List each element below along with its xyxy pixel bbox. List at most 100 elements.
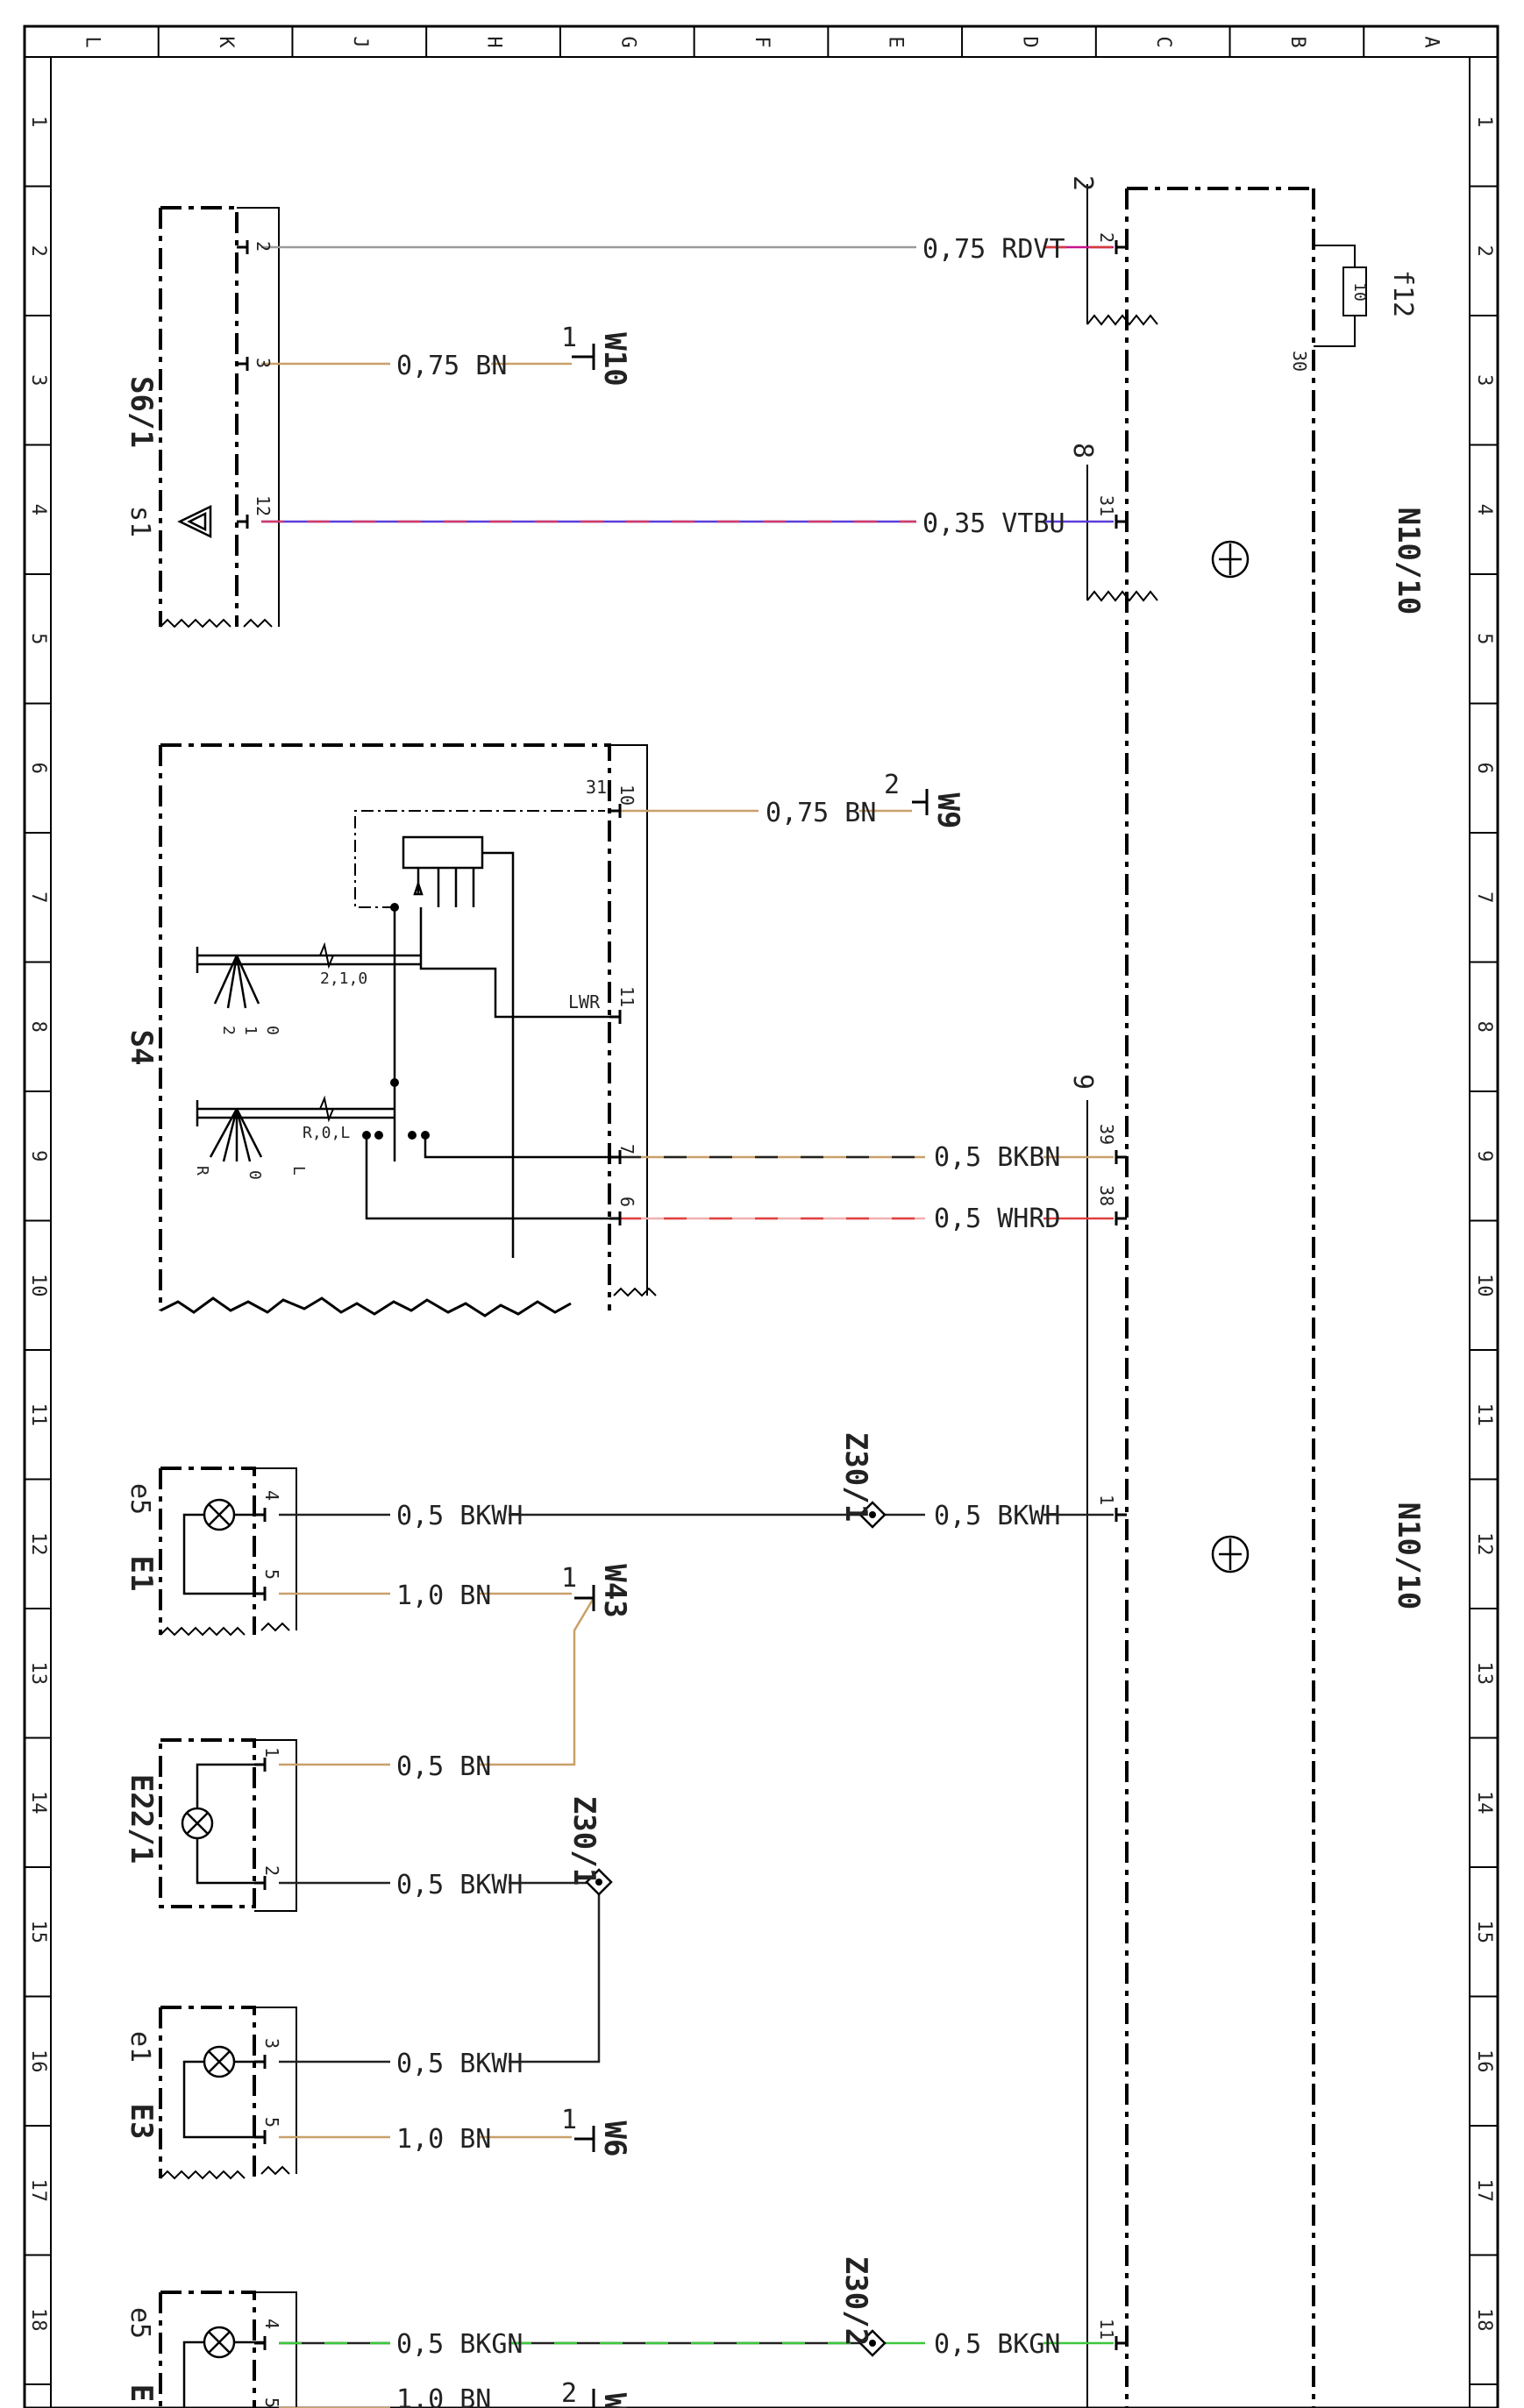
wire-label-bkbn: 0,5 BKBN (934, 1142, 1061, 1173)
row-label-right: 9 (1473, 1150, 1495, 1161)
column-label: C (1152, 36, 1174, 47)
wire-label-bkwh-n10: 0,5 BKWH (934, 1501, 1061, 1531)
row-label-left: 7 (27, 891, 49, 903)
column-label: J (349, 36, 371, 47)
hazard-warning-icon (177, 505, 212, 538)
switch-s6-1-sub: s1 (125, 506, 155, 537)
row-label-right: 6 (1473, 763, 1495, 774)
pin-stub (609, 1150, 622, 1164)
upper-pos-1: 1 (241, 1026, 260, 1035)
column-label: B (1286, 36, 1308, 47)
row-label-right: 1 (1473, 116, 1495, 127)
pin-stub (237, 515, 249, 529)
pin-stub (1115, 1508, 1127, 1522)
pin-n-11: 11 (1096, 2319, 1117, 2340)
row-label-left: 15 (27, 1921, 49, 1944)
splice-dots (595, 1511, 876, 2347)
pin-stub (254, 2336, 267, 2350)
pin-stub (254, 1508, 267, 1522)
wire-label-bn-e3: 1,0 BN (396, 2124, 491, 2155)
pin-stub (254, 2130, 267, 2144)
fuse-f12-value: 10 (1350, 282, 1369, 302)
pin-stub (254, 2055, 267, 2069)
pin-stub (609, 1010, 622, 1024)
pin-n-38: 38 (1096, 1185, 1117, 1206)
row-label-left: 17 (27, 2179, 49, 2203)
row-label-left: 2 (27, 245, 49, 257)
row-label-left: 8 (27, 1021, 49, 1033)
ground-w43: W43 (597, 1564, 632, 1617)
pin-n-30: 30 (1289, 351, 1310, 372)
switch-s6-1-label: S6/1 (124, 376, 159, 448)
pin-e-4: 4 (261, 2319, 282, 2329)
row-label-left: 3 (27, 374, 49, 386)
row-label-right: 13 (1473, 1662, 1495, 1686)
pin-e3-5: 5 (261, 2117, 282, 2127)
ground-w6-pin: 1 (561, 2105, 577, 2135)
lamp-e-bottom-label: E (124, 2384, 159, 2402)
pin-s4-lwr: LWR (568, 991, 601, 1012)
switch-s6-1-connector (160, 207, 280, 629)
pin-s6-2: 2 (253, 241, 274, 252)
ground-w10-pin: 1 (561, 323, 577, 353)
wire-bkwh-link (509, 1894, 601, 2063)
drawing-frame (23, 25, 1499, 2408)
ground-w-bottom-pin: 2 (561, 2378, 577, 2408)
conn-n10-8: 8 (1067, 443, 1098, 458)
wire-label-bkwh-e22: 0,5 BKWH (396, 1870, 523, 1900)
module-n10-10-label-lower: N10/10 (1391, 1502, 1426, 1610)
connector-pins (237, 240, 1127, 2350)
row-label-right: 3 (1473, 374, 1495, 386)
ground-w6: W6 (597, 2121, 632, 2157)
module-n10-10 (1125, 187, 1315, 2408)
transistor-icon (1211, 540, 1250, 579)
pin-s4-11: 11 (616, 986, 637, 1007)
row-label-right: 17 (1473, 2179, 1495, 2203)
upper-pos-0: 0 (263, 1026, 281, 1035)
row-label-left: 14 (27, 1791, 49, 1815)
pin-s6-12: 12 (253, 495, 274, 516)
row-label-left: 11 (27, 1403, 49, 1427)
pin-stub (1115, 1150, 1127, 1164)
row-label-left: 13 (27, 1662, 49, 1686)
pin-stub (237, 240, 249, 254)
lamp-connectors (160, 1467, 297, 2408)
column-label: H (483, 36, 505, 47)
row-label-right: 10 (1473, 1274, 1495, 1297)
wire-label-whrd: 0,5 WHRD (934, 1204, 1061, 1234)
pin-stub (1115, 1211, 1127, 1225)
pin-stub (1115, 2336, 1127, 2350)
row-label-left: 10 (27, 1274, 49, 1297)
column-label: D (1018, 36, 1040, 47)
wire-label-bkwh-e1: 0,5 BKWH (396, 1501, 523, 1531)
fuse-f12 (1314, 245, 1367, 347)
pin-n-1: 1 (1096, 1495, 1117, 1505)
conn-n10-2: 2 (1067, 175, 1098, 191)
pin-n-31: 31 (1096, 495, 1117, 516)
row-label-right: 4 (1473, 504, 1495, 515)
row-label-left: 12 (27, 1532, 49, 1556)
ground-symbols (572, 344, 929, 2408)
lower-pos-r: R (193, 1166, 211, 1176)
row-label-left: 1 (27, 116, 49, 127)
row-label-left: 9 (27, 1150, 49, 1161)
row-label-right: 12 (1473, 1532, 1495, 1556)
wire-label-rdvt: 0,75 RDVT (922, 234, 1065, 265)
lamp-e-bottom-sub: e5 (125, 2307, 155, 2339)
fuse-f12-label: f12 (1387, 270, 1418, 317)
column-label: A (1421, 36, 1442, 47)
row-label-right: 14 (1473, 1791, 1495, 1815)
row-label-left: 5 (27, 633, 49, 644)
wires (261, 245, 1114, 2408)
row-label-right: 7 (1473, 891, 1495, 903)
pin-stub (1115, 240, 1127, 254)
pin-n-2: 2 (1096, 232, 1117, 243)
pin-s4-10: 10 (616, 785, 637, 806)
transistor-icon (1211, 1535, 1250, 1573)
lamp-e3-sub: e1 (125, 2031, 155, 2063)
upper-pos-2: 2 (219, 1026, 238, 1035)
switch-s4-lower-arm: R,0,L (303, 1124, 350, 1142)
wire-label-bkgn-n10: 0,5 BKGN (934, 2329, 1061, 2360)
splice-icon (585, 1501, 887, 2357)
pin-e22-2: 2 (261, 1865, 282, 1876)
